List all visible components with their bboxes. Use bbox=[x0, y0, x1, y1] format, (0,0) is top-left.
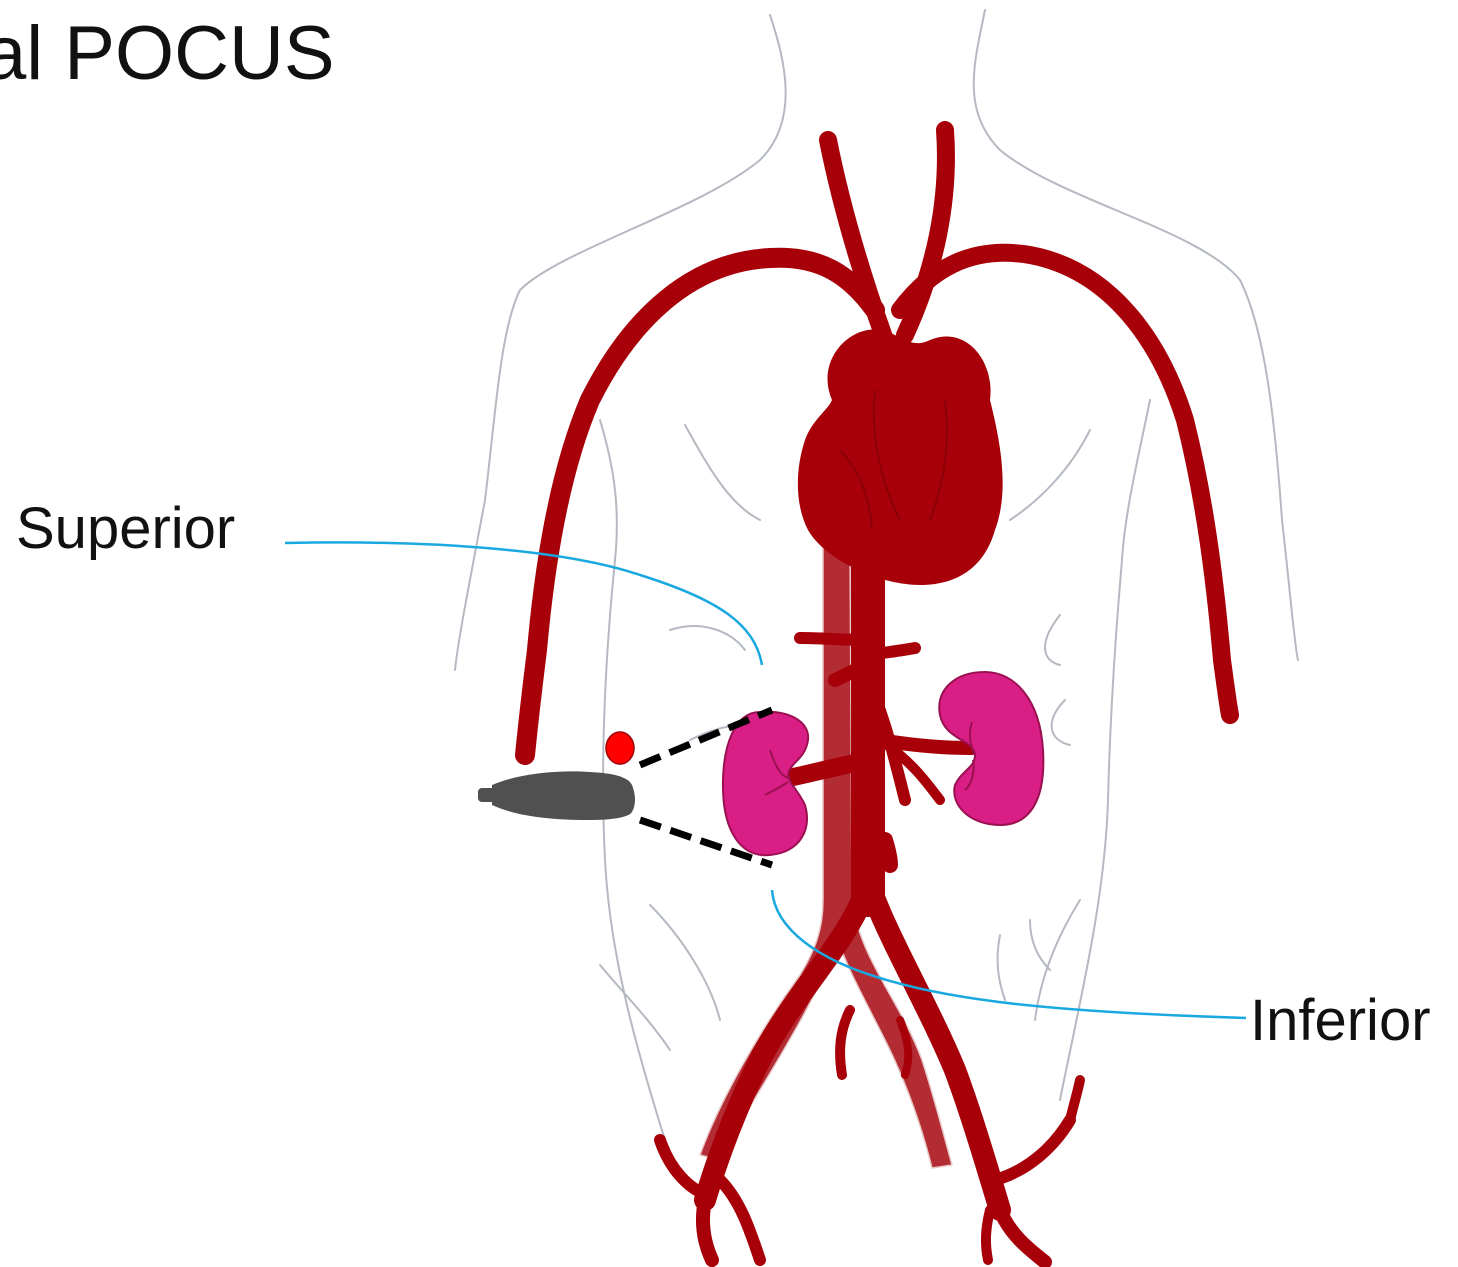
heart-icon bbox=[798, 330, 1003, 585]
ultrasound-probe-icon bbox=[478, 771, 635, 820]
orientation-marker-dot bbox=[606, 732, 634, 764]
superior-leader-line bbox=[285, 542, 762, 665]
arterial-tree bbox=[525, 130, 1230, 1262]
